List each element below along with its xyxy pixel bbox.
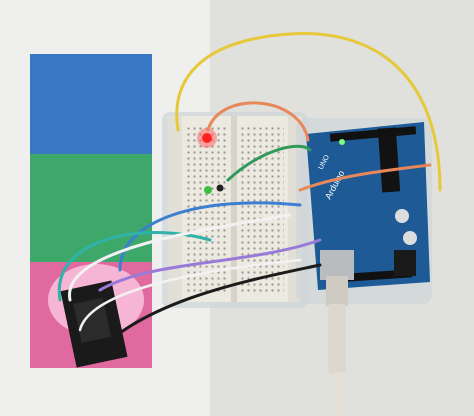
center-channel — [231, 116, 237, 302]
power-rail-left — [168, 116, 182, 302]
orange-wire-top — [206, 101, 310, 142]
white-wire — [68, 213, 292, 302]
usb-b-port — [320, 250, 354, 280]
usb-cable — [326, 276, 348, 416]
red-led — [202, 133, 212, 143]
jumper-wires — [57, 32, 442, 362]
color-sensor-module — [60, 280, 128, 368]
blue-wire — [118, 201, 302, 272]
capacitor-1 — [395, 209, 409, 223]
breadboard — [162, 112, 308, 308]
usb-cable-cord — [333, 372, 343, 416]
arduino-uno: Arduino UNO — [296, 118, 432, 304]
purple-wire — [98, 238, 322, 292]
usb-plug-body — [326, 276, 348, 306]
dc-jack — [394, 250, 416, 276]
card-blue-stripe — [30, 54, 152, 154]
leds — [197, 128, 224, 194]
digital-header — [329, 126, 417, 142]
power-led — [339, 139, 345, 145]
yellow-wire — [175, 32, 442, 192]
white-wire-2 — [78, 258, 302, 332]
green-led — [204, 186, 212, 194]
arduino-pcb — [306, 122, 430, 290]
sensor-chip — [73, 297, 112, 343]
usb-strain-relief — [328, 304, 346, 374]
card-green-stripe — [30, 154, 152, 262]
photo-sensor — [216, 184, 224, 192]
orange-wire-right — [298, 163, 432, 192]
atmega-chip — [377, 127, 401, 193]
green-wire — [226, 144, 312, 182]
capacitor-2 — [403, 231, 417, 245]
black-wire — [88, 263, 322, 362]
